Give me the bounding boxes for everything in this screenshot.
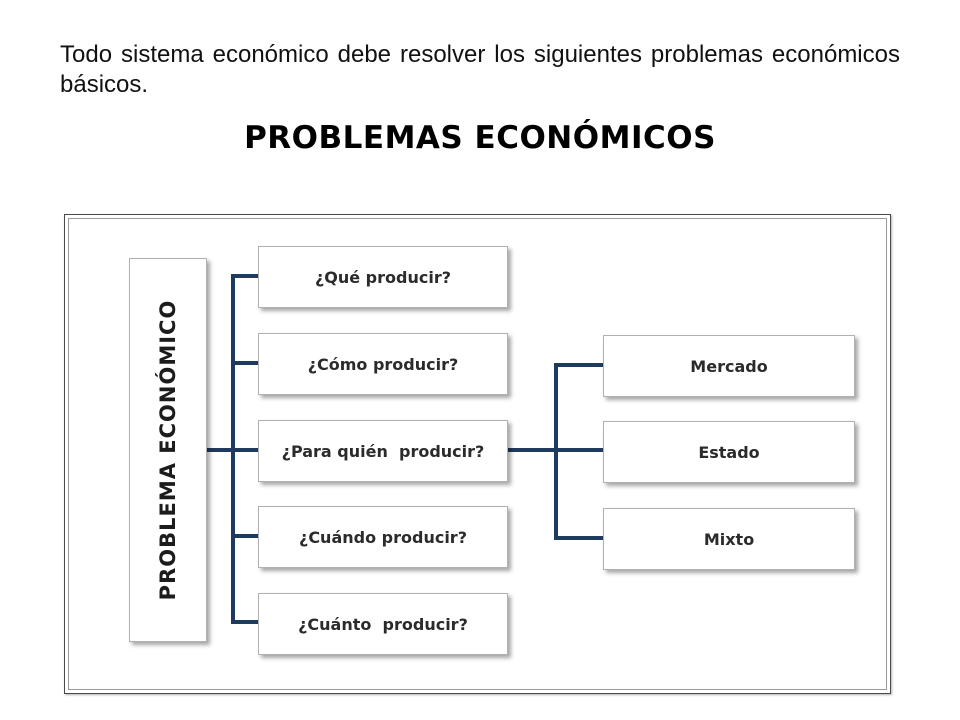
system-box-estado: Estado: [603, 421, 855, 483]
question-box-cuanto: ¿Cuánto producir?: [258, 593, 508, 655]
question-label: ¿Para quién producir?: [281, 441, 485, 461]
question-box-que: ¿Qué producir?: [258, 246, 508, 308]
diagram-frame-inner: [68, 218, 887, 690]
system-label: Mercado: [690, 356, 768, 376]
question-box-para-quien: ¿Para quién producir?: [258, 420, 508, 482]
system-label: Mixto: [703, 529, 755, 549]
system-box-mixto: Mixto: [603, 508, 855, 570]
system-label: Estado: [698, 442, 760, 462]
root-box: PROBLEMA ECONÓMICO: [129, 258, 207, 642]
question-box-cuando: ¿Cuándo producir?: [258, 506, 508, 568]
question-label: ¿Cuánto producir?: [298, 614, 468, 634]
question-label: ¿Cuándo producir?: [299, 527, 467, 547]
intro-text: Todo sistema económico debe resolver los…: [60, 41, 900, 98]
question-box-como: ¿Cómo producir?: [258, 333, 508, 395]
system-box-mercado: Mercado: [603, 335, 855, 397]
question-label: ¿Qué producir?: [314, 267, 451, 287]
root-label: PROBLEMA ECONÓMICO: [156, 299, 180, 601]
page-title: PROBLEMAS ECONÓMICOS: [244, 120, 716, 156]
question-label: ¿Cómo producir?: [307, 354, 459, 374]
